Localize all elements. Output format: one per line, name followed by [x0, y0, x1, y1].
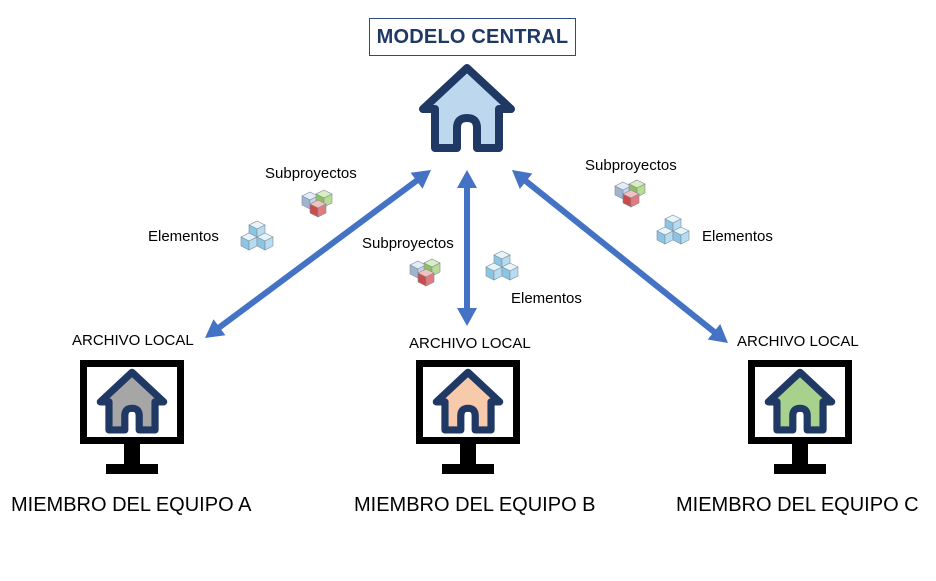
edge-label-subproyectos-B: Subproyectos: [362, 235, 454, 252]
arrow-central-to-A: [205, 170, 431, 338]
arrow-head: [410, 170, 431, 189]
elements-icon-B: [485, 250, 519, 281]
cube-icon: [485, 262, 503, 281]
cube-icon: [672, 226, 690, 245]
edge-label-elementos-A: Elementos: [148, 228, 219, 245]
monitor-neck: [460, 444, 476, 464]
monitor-neck: [124, 444, 140, 464]
elements-icon-A: [240, 220, 274, 251]
local-house-icon: [764, 368, 836, 434]
elements-icon-C: [656, 214, 690, 245]
arrow-head: [707, 323, 728, 343]
cube-red-icon: [417, 268, 435, 287]
central-model-title: MODELO CENTRAL: [369, 18, 576, 56]
arrow-shaft: [521, 176, 719, 337]
subprojects-icon-C: [614, 179, 646, 208]
monitor-neck: [792, 444, 808, 464]
subprojects-icon-A: [301, 189, 333, 218]
arrow-shaft: [214, 176, 422, 332]
monitor-base: [774, 464, 826, 474]
cube-icon: [240, 232, 258, 251]
monitor-icon-A: [80, 360, 184, 474]
monitor-base: [106, 464, 158, 474]
edge-label-elementos-B: Elementos: [511, 290, 582, 307]
cube-icon: [501, 262, 519, 281]
monitor-icon-C: [748, 360, 852, 474]
monitor-icon-B: [416, 360, 520, 474]
team-member-name-A: MIEMBRO DEL EQUIPO A: [11, 494, 252, 516]
local-file-label-A: ARCHIVO LOCAL: [72, 332, 194, 349]
arrow-central-to-C: [512, 170, 728, 343]
edge-label-subproyectos-C: Subproyectos: [585, 157, 677, 174]
monitor-base: [442, 464, 494, 474]
arrow-head: [457, 308, 477, 326]
local-file-label-C: ARCHIVO LOCAL: [737, 333, 859, 350]
cube-icon: [256, 232, 274, 251]
cube-icon: [656, 226, 674, 245]
local-house-icon: [96, 368, 168, 434]
central-model-house-icon: [419, 64, 515, 152]
team-member-name-B: MIEMBRO DEL EQUIPO B: [354, 494, 596, 516]
local-file-label-B: ARCHIVO LOCAL: [409, 335, 531, 352]
subprojects-icon-B: [409, 258, 441, 287]
team-member-name-C: MIEMBRO DEL EQUIPO C: [676, 494, 919, 516]
arrow-head: [512, 170, 533, 190]
local-house-icon: [432, 368, 504, 434]
cube-red-icon: [622, 189, 640, 208]
cube-red-icon: [309, 199, 327, 218]
edge-label-elementos-C: Elementos: [702, 228, 773, 245]
arrow-head: [205, 319, 226, 338]
edge-label-subproyectos-A: Subproyectos: [265, 165, 357, 182]
arrow-central-to-B: [457, 170, 477, 326]
arrow-head: [457, 170, 477, 188]
